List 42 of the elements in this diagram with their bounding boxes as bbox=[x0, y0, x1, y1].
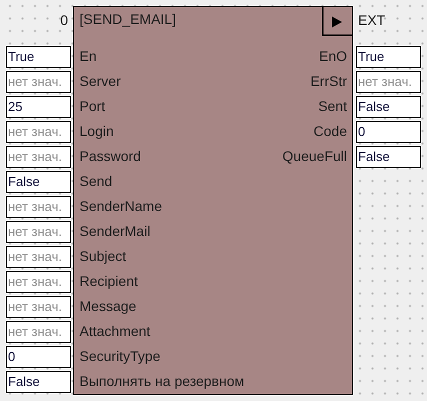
value-field: нет знач. bbox=[356, 71, 421, 93]
input-pin-label: Password bbox=[80, 148, 141, 165]
input-pin-label: SecurityType bbox=[80, 348, 160, 365]
input-pin-label: Send bbox=[80, 173, 112, 190]
output-pin-label: QueueFull bbox=[282, 148, 347, 165]
value-field: False bbox=[356, 146, 421, 168]
value-field: нет знач. bbox=[6, 196, 71, 218]
value-field: False bbox=[6, 171, 71, 193]
value-field: 25 bbox=[6, 96, 71, 118]
value-field: нет знач. bbox=[6, 71, 71, 93]
input-pin-label: Attachment bbox=[80, 323, 150, 340]
value-field: 0 bbox=[356, 121, 421, 143]
output-pin-label: ErrStr bbox=[310, 73, 347, 90]
function-block bbox=[73, 6, 353, 395]
input-pin-label: SenderMail bbox=[80, 223, 150, 240]
value-field: нет знач. bbox=[6, 146, 71, 168]
value-field: нет знач. bbox=[6, 271, 71, 293]
input-pin-label: Port bbox=[80, 98, 106, 115]
block-title: [SEND_EMAIL] bbox=[80, 11, 176, 28]
output-pin-label: Code bbox=[314, 123, 347, 140]
value-field: нет знач. bbox=[6, 321, 71, 343]
value-field: нет знач. bbox=[6, 246, 71, 268]
value-field: нет знач. bbox=[6, 121, 71, 143]
value-field: False bbox=[6, 371, 71, 393]
input-pin-label: Выполнять на резервном bbox=[80, 373, 244, 390]
value-field: нет знач. bbox=[6, 296, 71, 318]
block-tag-label: EXT bbox=[358, 12, 386, 28]
value-field: 0 bbox=[6, 346, 71, 368]
input-pin-label: Login bbox=[80, 123, 114, 140]
output-pin-label: EnO bbox=[318, 48, 347, 65]
output-pin-label: Sent bbox=[318, 98, 347, 115]
value-field: True bbox=[6, 46, 71, 68]
execution-order-number: 0 bbox=[60, 12, 68, 28]
input-pin-label: SenderName bbox=[80, 198, 162, 215]
input-pin-label: Subject bbox=[80, 248, 126, 265]
input-pin-label: Message bbox=[80, 298, 136, 315]
value-field: нет знач. bbox=[6, 221, 71, 243]
input-pin-label: Recipient bbox=[80, 273, 138, 290]
value-field: True bbox=[356, 46, 421, 68]
input-pin-label: Server bbox=[80, 73, 121, 90]
value-field: False bbox=[356, 96, 421, 118]
input-pin-label: En bbox=[80, 48, 97, 65]
